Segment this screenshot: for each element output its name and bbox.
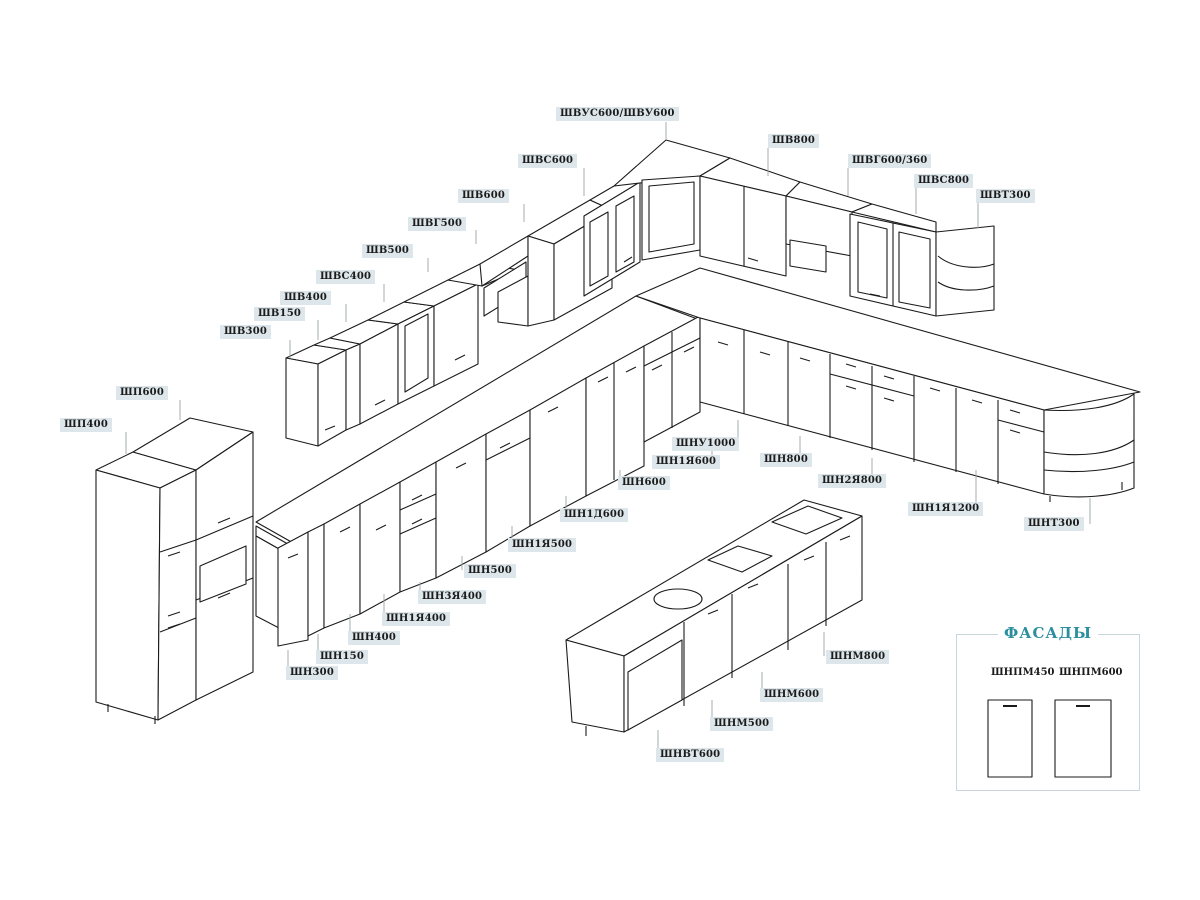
tall-cabinet-group xyxy=(95,417,254,724)
label-shv400: ШВ400 xyxy=(280,291,332,305)
facades-panel: ФАСАДЫ ШНПМ450 ШНПМ600 xyxy=(956,624,1140,791)
label-shnu1000: ШНУ1000 xyxy=(672,437,740,451)
label-shvs600: ШВС600 xyxy=(518,154,578,168)
label-shn1ya600: ШН1Я600 xyxy=(652,455,721,469)
facade-label-shnpm600: ШНПМ600 xyxy=(1059,667,1123,678)
label-shvg600: ШВГ600/360 xyxy=(848,154,932,168)
facade-label-shnpm450: ШНПМ450 xyxy=(991,667,1055,678)
label-shn800: ШН800 xyxy=(760,453,813,467)
label-shnvt600: ШНВТ600 xyxy=(656,748,725,762)
base-run-left xyxy=(255,295,701,647)
label-shvt300: ШВТ300 xyxy=(976,189,1035,203)
label-shn300: ШН300 xyxy=(286,666,339,680)
facades-title-text: ФАСАДЫ xyxy=(998,624,1098,642)
label-shvg500: ШВГ500 xyxy=(408,217,467,231)
upper-left-cabinets xyxy=(285,235,529,447)
label-shn600: ШН600 xyxy=(618,476,671,490)
label-shn2ya800: ШН2Я800 xyxy=(818,474,887,488)
label-shn400: ШН400 xyxy=(348,631,401,645)
facades-title: ФАСАДЫ xyxy=(957,623,1139,642)
label-shn150: ШН150 xyxy=(316,650,369,664)
label-shnt300: ШНТ300 xyxy=(1024,517,1084,531)
label-shn500: ШН500 xyxy=(464,564,517,578)
label-shv150: ШВ150 xyxy=(254,307,306,321)
label-shnm500: ШНМ500 xyxy=(710,717,774,731)
label-shv600: ШВ600 xyxy=(458,189,510,203)
label-shvs400: ШВС400 xyxy=(316,270,376,284)
label-shn1ya500: ШН1Я500 xyxy=(508,538,577,552)
label-shn1ya400: ШН1Я400 xyxy=(382,612,451,626)
island xyxy=(565,499,863,736)
label-shv800: ШВ800 xyxy=(768,134,820,148)
label-shnm800: ШНМ800 xyxy=(826,650,890,664)
label-shnm600: ШНМ600 xyxy=(760,688,824,702)
label-shv300: ШВ300 xyxy=(220,325,272,339)
label-shvus600: ШВУС600/ШВУ600 xyxy=(556,107,679,121)
label-shn3ya400: ШН3Я400 xyxy=(418,590,487,604)
label-shv500: ШВ500 xyxy=(362,244,414,258)
label-shn1ya1200: ШН1Я1200 xyxy=(908,502,984,516)
label-shn1d600: ШН1Д600 xyxy=(560,508,629,522)
label-shvs800: ШВС800 xyxy=(914,174,974,188)
label-shp400: ШП400 xyxy=(60,418,112,432)
label-shp600: ШП600 xyxy=(116,386,168,400)
upper-right-cabinets xyxy=(527,139,995,327)
facade-samples xyxy=(987,699,1112,778)
base-run-right xyxy=(635,267,1141,502)
